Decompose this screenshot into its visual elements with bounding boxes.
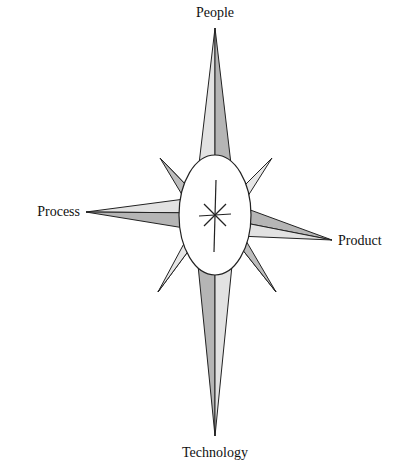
direction-label: Product: [338, 233, 382, 248]
direction-label: Process: [37, 204, 80, 219]
direction-label: People: [196, 5, 234, 20]
direction-label: Technology: [182, 445, 248, 460]
